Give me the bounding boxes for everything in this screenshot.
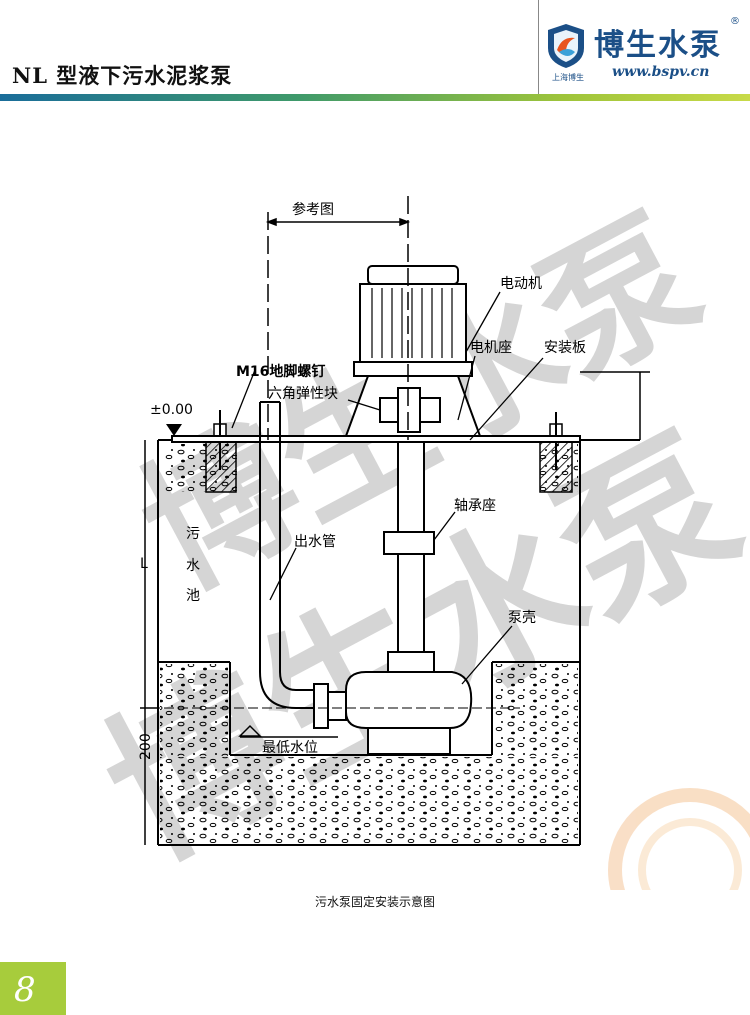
label-level-mark: ±0.00 xyxy=(150,402,193,418)
label-bolt: M16地脚螺钉 xyxy=(236,363,325,380)
brand-url: www.bspv.cn xyxy=(612,64,710,80)
gravel-bottom xyxy=(160,757,578,843)
leader-lines xyxy=(231,291,544,685)
shield-emblem-icon xyxy=(548,24,584,68)
page-number-tab: 8 xyxy=(0,962,66,1015)
page-title: NL 型液下污水泥浆泵 xyxy=(12,63,233,88)
label-coupling: 六角弹性块 xyxy=(268,386,338,402)
brand-name: 博生水泵 xyxy=(594,28,722,63)
faint-circle-logo xyxy=(608,788,750,890)
label-casing: 泵壳 xyxy=(508,609,536,626)
label-dim-l: L xyxy=(140,556,148,572)
figure-caption: 污水泵固定安装示意图 xyxy=(314,895,435,909)
pool-walls xyxy=(157,439,640,846)
label-reference: 参考图 xyxy=(292,201,334,218)
page-number: 8 xyxy=(14,970,36,1010)
label-pool-3: 池 xyxy=(186,588,200,604)
header-divider xyxy=(538,0,539,96)
gravel-right xyxy=(494,664,578,756)
motor xyxy=(344,265,482,437)
pump-casing xyxy=(313,671,473,755)
gravel-left xyxy=(160,664,228,756)
label-min-level: 最低水位 xyxy=(262,740,318,756)
label-mount-plate: 安装板 xyxy=(544,340,586,356)
header-color-bar xyxy=(0,94,750,101)
pump-column xyxy=(383,441,435,673)
label-outlet: 出水管 xyxy=(294,534,336,550)
brand-logo: 博生水泵 ® 上海博生 www.bspv.cn xyxy=(544,8,744,90)
label-dim-200: 200 xyxy=(138,733,154,760)
page-header: NL 型液下污水泥浆泵 博生水泵 ® 上海博生 www.bspv.cn xyxy=(0,0,750,110)
label-motor-seat: 电机座 xyxy=(470,340,512,356)
label-pool-1: 污 xyxy=(186,526,200,542)
label-pool-2: 水 xyxy=(186,558,200,574)
installation-diagram: 博生水泵 博生水泵 xyxy=(76,186,750,890)
brand-subtitle: 上海博生 xyxy=(552,73,584,82)
dimension-lines xyxy=(140,196,650,845)
registered-mark: ® xyxy=(730,16,740,27)
level-mark-triangle xyxy=(166,424,182,436)
label-motor: 电动机 xyxy=(500,276,542,292)
min-level-marker xyxy=(238,724,262,737)
label-bearing: 轴承座 xyxy=(454,498,496,514)
